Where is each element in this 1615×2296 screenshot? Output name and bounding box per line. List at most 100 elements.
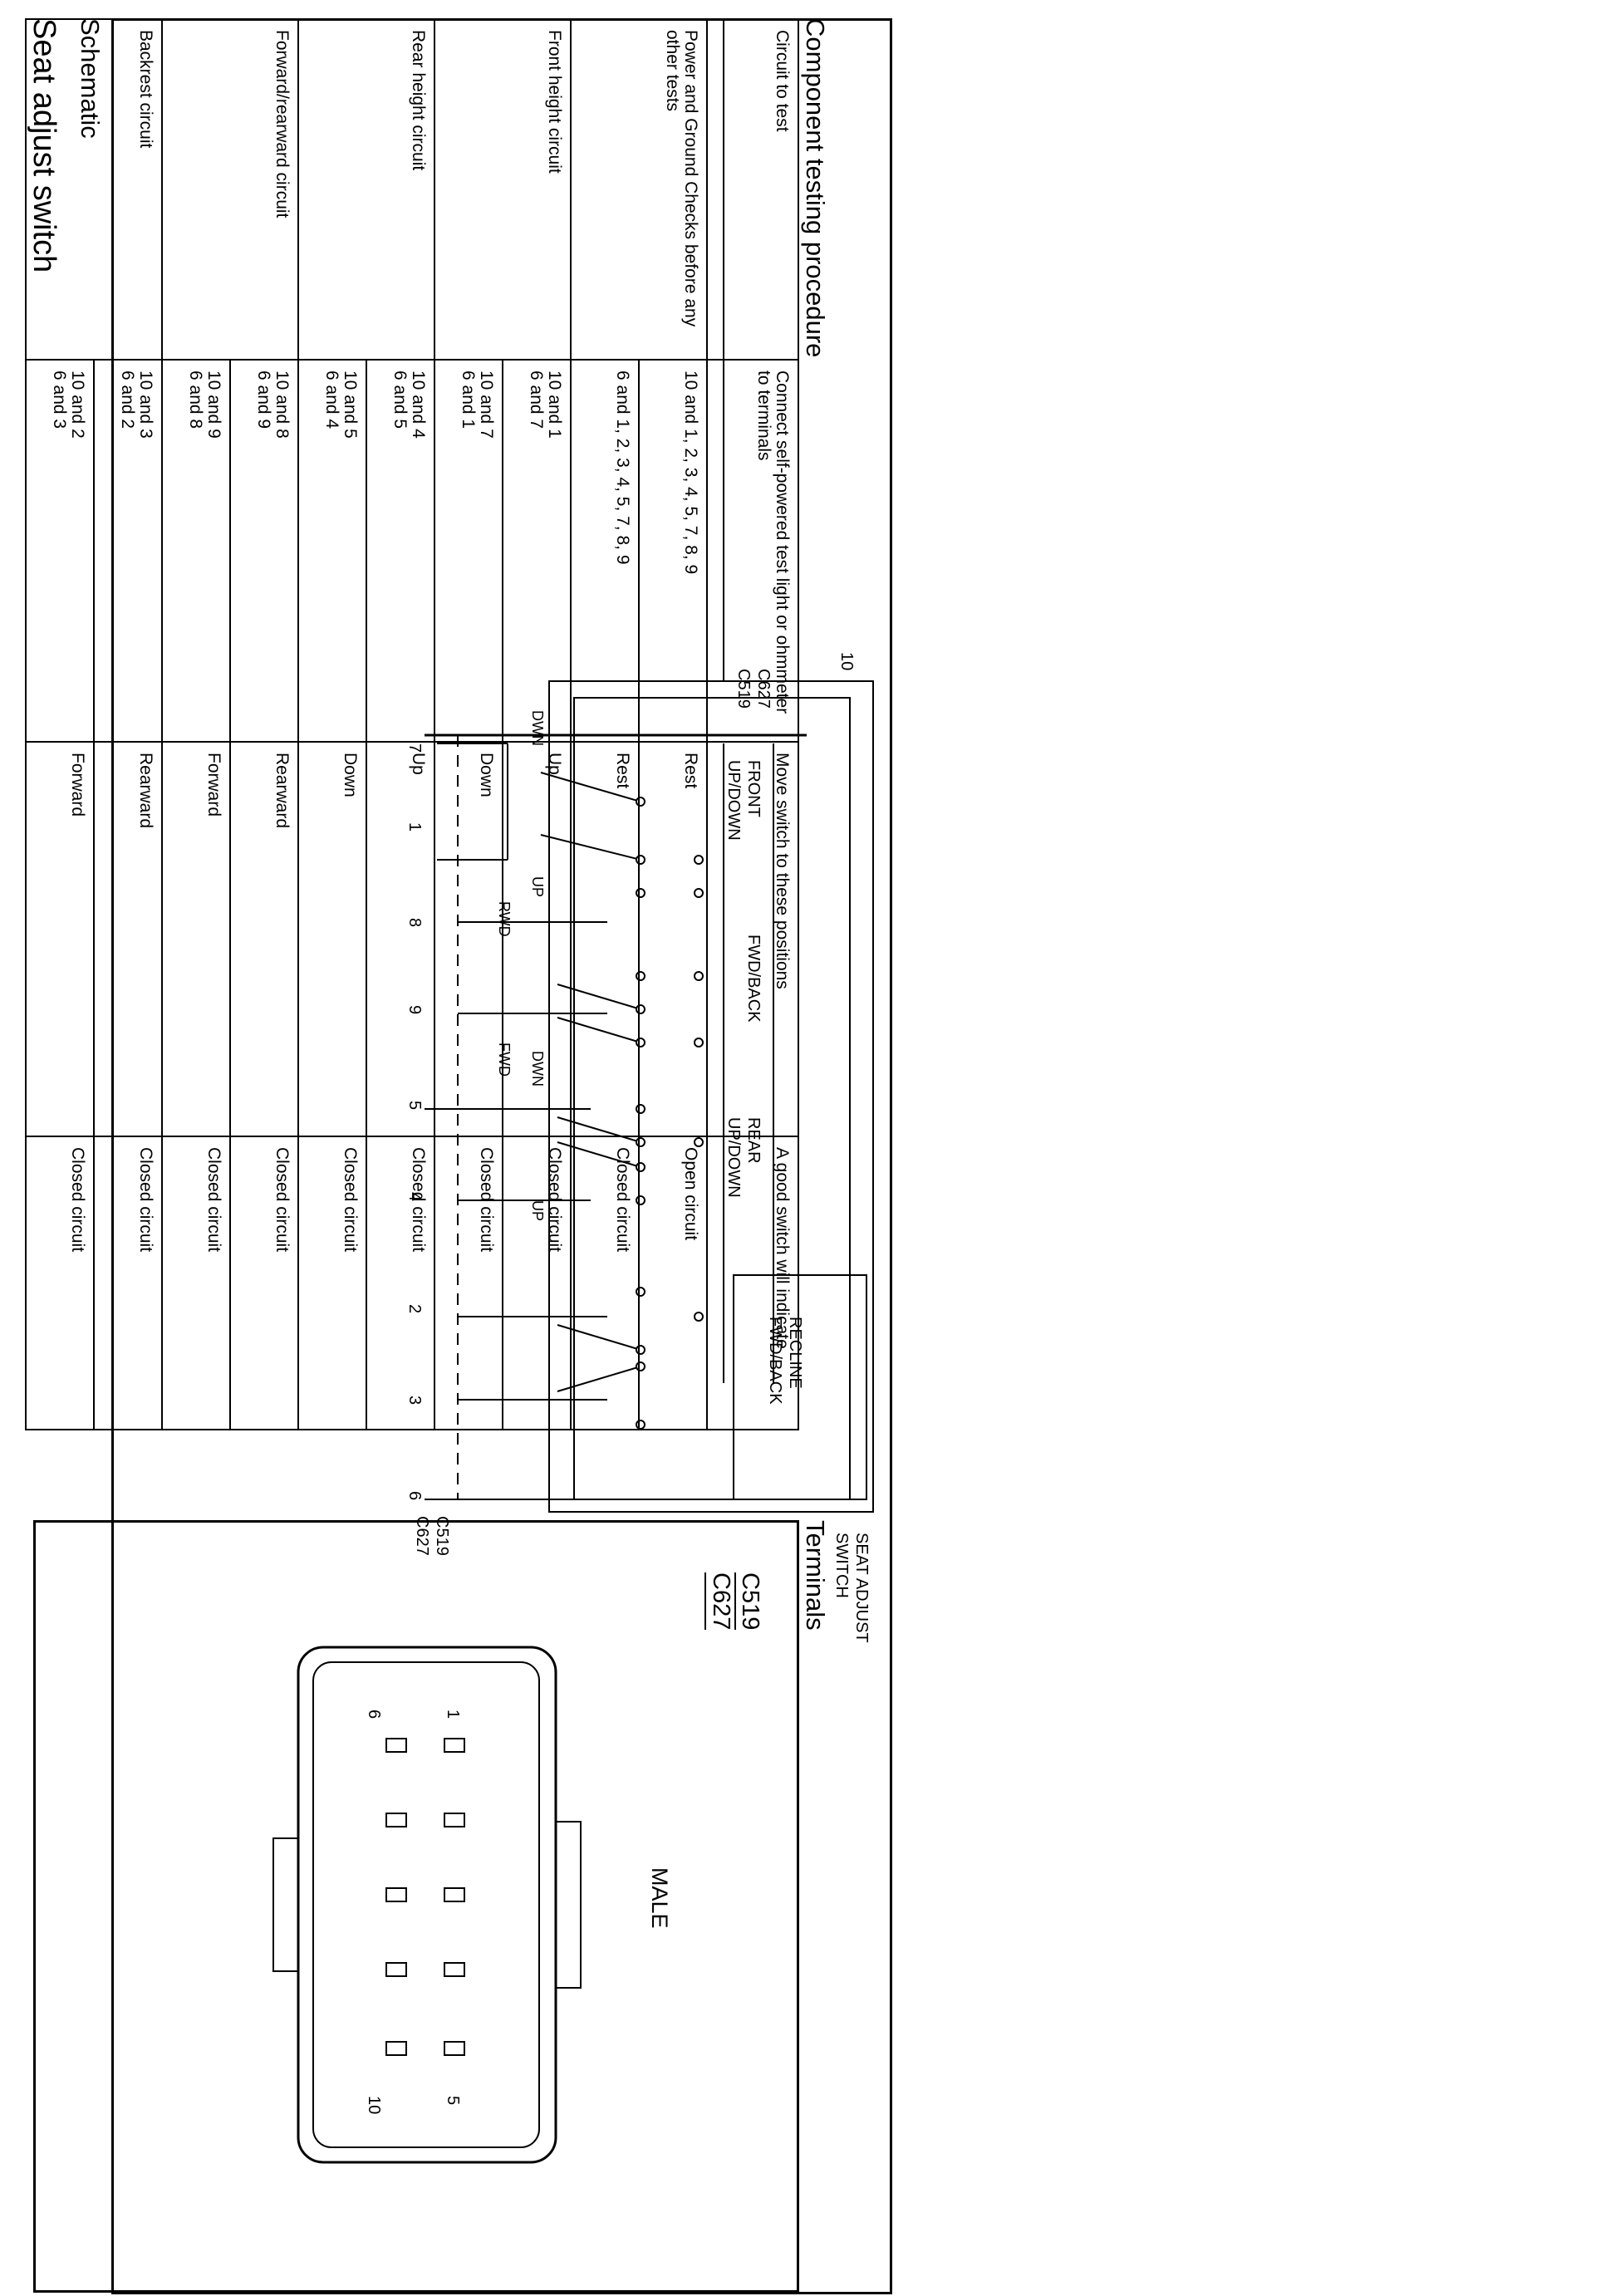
header-positions: Move switch to these positions [707, 742, 798, 1136]
terminal-pair: 6 and 2 [117, 370, 137, 429]
position-cell: Rearward [94, 742, 162, 1136]
terminal-pair: 6 and 1 [458, 370, 478, 429]
switch-body-inner [573, 697, 851, 1500]
circuit-backrest: Backrest circuit [26, 19, 162, 360]
connector-cavities [385, 1738, 465, 2056]
rwd-label: RWD [496, 901, 513, 937]
position-cell: Up [503, 742, 571, 1136]
circuit-power-ground: Power and Ground Checks before any other… [571, 19, 707, 360]
connector-key [272, 1837, 298, 1972]
pin-label-10: 10 [837, 652, 856, 670]
result-cell: Closed circuit [162, 1136, 230, 1430]
cavity-number-10: 10 [365, 2096, 383, 2114]
rear-switch [425, 1104, 704, 1205]
front-switch [437, 743, 704, 898]
recline-box [733, 1274, 867, 1500]
terminals-heading: Terminals [801, 1520, 830, 1631]
header-result: A good switch will indicate [707, 1136, 798, 1430]
position-cell: Forward [162, 742, 230, 1136]
front-group-line1: FRONT [744, 760, 763, 817]
schematic-panel: C627 C519 C519 C627 SEAT ADJUST SWITCH 1… [111, 18, 892, 2294]
front-group-line2: UP/DOWN [724, 760, 743, 841]
result-cell: Closed circuit [503, 1136, 571, 1430]
pin-label-9: 9 [405, 1005, 424, 1014]
terminal-pair: 10 and 7 [477, 370, 496, 439]
pin-label-1: 1 [405, 822, 424, 832]
header-circuit: Circuit to test [707, 19, 798, 360]
result-cell: Closed circuit [230, 1136, 298, 1430]
rear-group-line2: UP/DOWN [724, 1117, 743, 1198]
rear-dwn-label: DWN [529, 1051, 546, 1087]
terminal-pair: 10 and 3 [136, 370, 155, 439]
position-cell: Rest [639, 742, 707, 1136]
recline-group-line2: FWD/BACK [766, 1317, 784, 1405]
pin-label-3: 3 [405, 1396, 424, 1405]
fwdback-switch [458, 921, 704, 1047]
terminal-pair: 10 and 1 [545, 370, 564, 439]
component-label-line2: SWITCH [832, 1533, 851, 1598]
terminal-pair: 6 and 8 [185, 370, 205, 429]
header-terminals: Connect self-powered test light or ohmme… [707, 360, 798, 742]
pin-label-8: 8 [405, 918, 424, 927]
pin-label-6: 6 [405, 1491, 424, 1500]
position-cell: Rest [571, 742, 639, 1136]
terminals-panel: C519 C627 MALE 1 6 5 10 [33, 1520, 799, 2293]
bottom-connector-c627: C627 [413, 1516, 431, 1556]
circuit-forward-rearward: Forward/rearward circuit [162, 19, 298, 360]
terminal-pair: 6 and 4 [322, 370, 341, 429]
terminal-pair: 10 and 2 [68, 370, 87, 439]
terminal-pair: 10 and 5 [341, 370, 360, 439]
terminal-pair: 10 and 8 [272, 370, 292, 439]
table-header-row: Circuit to test Connect self-powered tes… [707, 19, 798, 1430]
front-dwn-label: DWN [529, 710, 546, 746]
position-cell: Forward [26, 742, 94, 1136]
terminal-pair: 10 and 4 [409, 370, 428, 439]
position-cell: Down [298, 742, 366, 1136]
cavity-number-5: 5 [444, 2096, 462, 2105]
connector-housing-inner [312, 1661, 540, 2148]
result-cell: Closed circuit [571, 1136, 639, 1430]
circuit-front-height: Front height circuit [434, 19, 571, 360]
terminals-cell: 10 and 1, 2, 3, 4, 5, 7, 8, 9 [639, 360, 707, 742]
terminal-pair: 10 and 9 [204, 370, 223, 439]
position-cell: Up [366, 742, 434, 1136]
terminal-pair: 6 and 5 [390, 370, 410, 429]
terminal-pair: 6 and 9 [253, 370, 273, 429]
result-cell: Open circuit [639, 1136, 707, 1430]
top-connector-c519: C519 [734, 669, 753, 709]
connector-housing-outer [297, 1646, 557, 2164]
pin-label-2: 2 [405, 1304, 424, 1313]
result-cell: Closed circuit [298, 1136, 366, 1430]
component-label-line1: SEAT ADJUST [852, 1533, 871, 1643]
fwd-label: FWD [496, 1043, 513, 1077]
front-up-label: UP [529, 876, 546, 897]
result-cell: Closed circuit [94, 1136, 162, 1430]
terminals-cell: 6 and 1, 2, 3, 4, 5, 7, 8, 9 [571, 360, 639, 742]
terminal-pair: 6 and 7 [526, 370, 546, 429]
top-connector-c627: C627 [754, 669, 773, 709]
connector-latch [556, 1821, 582, 1989]
recline-switch [458, 1287, 704, 1430]
switch-body-outer [548, 680, 874, 1513]
procedure-heading: Component testing procedure [801, 18, 830, 358]
position-cell: Rearward [230, 742, 298, 1136]
procedure-table: Circuit to test Connect self-powered tes… [25, 18, 799, 1430]
rear-up-label: UP [529, 1200, 546, 1221]
table-row: Power and Ground Checks before any other… [571, 19, 707, 1430]
fwdback-group: FWD/BACK [744, 935, 763, 1023]
result-cell: Closed circuit [434, 1136, 503, 1430]
cavity-number-1: 1 [444, 1710, 462, 1719]
circuit-rear-height: Rear height circuit [298, 19, 434, 360]
